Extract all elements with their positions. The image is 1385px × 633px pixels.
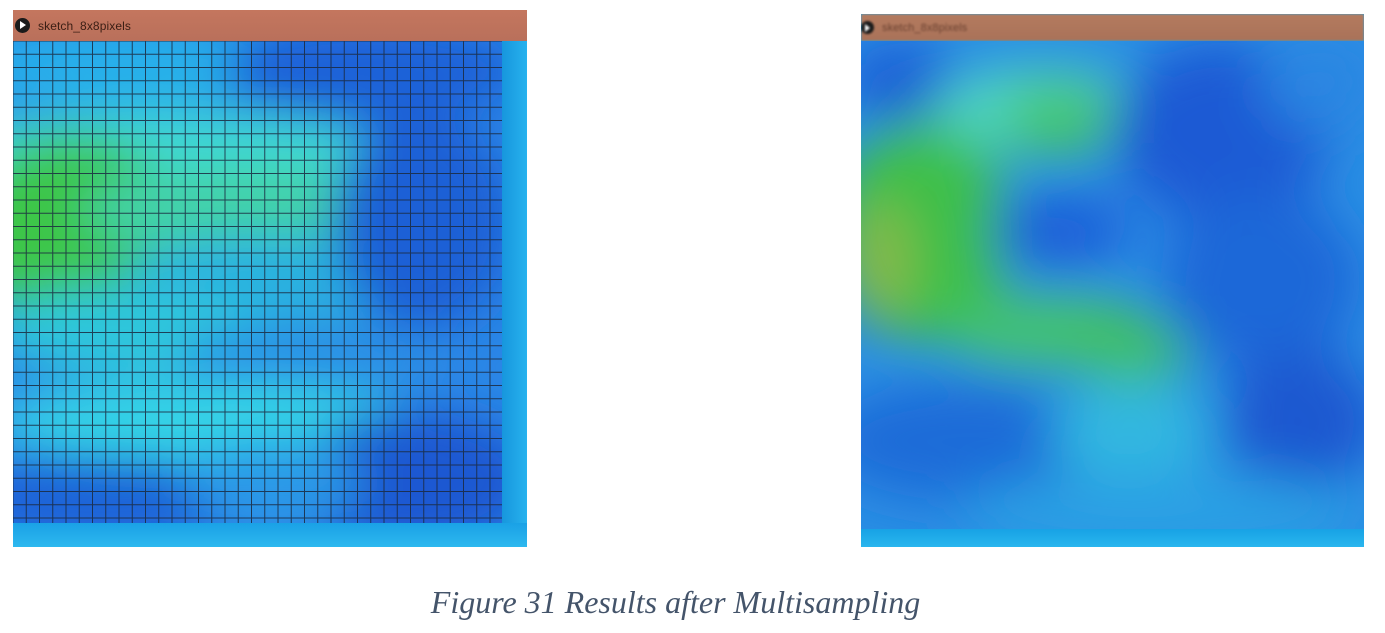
play-circle-icon[interactable] bbox=[861, 21, 874, 34]
window-titlebar[interactable]: sketch_8x8pixels bbox=[13, 10, 527, 41]
window-titlebar[interactable]: sketch_8x8pixels bbox=[861, 14, 1364, 41]
heatmap-svg bbox=[13, 41, 502, 533]
window-title: sketch_8x8pixels bbox=[38, 18, 131, 33]
heatmap-svg bbox=[861, 41, 1364, 529]
window-bottom-edge bbox=[861, 529, 1364, 547]
window-right-edge bbox=[502, 41, 527, 547]
window-title: sketch_8x8pixels bbox=[882, 21, 968, 34]
sketch-window-gridded: sketch_8x8pixels bbox=[13, 10, 527, 547]
heatmap-canvas-gridded bbox=[13, 41, 502, 533]
figure-caption: Figure 31 Results after Multisampling bbox=[430, 584, 921, 620]
heatmap-canvas-multisampled bbox=[861, 41, 1364, 529]
window-bottom-edge bbox=[13, 523, 527, 547]
sketch-window-multisampled: sketch_8x8pixels bbox=[861, 14, 1364, 547]
play-circle-icon[interactable] bbox=[15, 18, 30, 33]
pixel-grid bbox=[13, 41, 502, 533]
